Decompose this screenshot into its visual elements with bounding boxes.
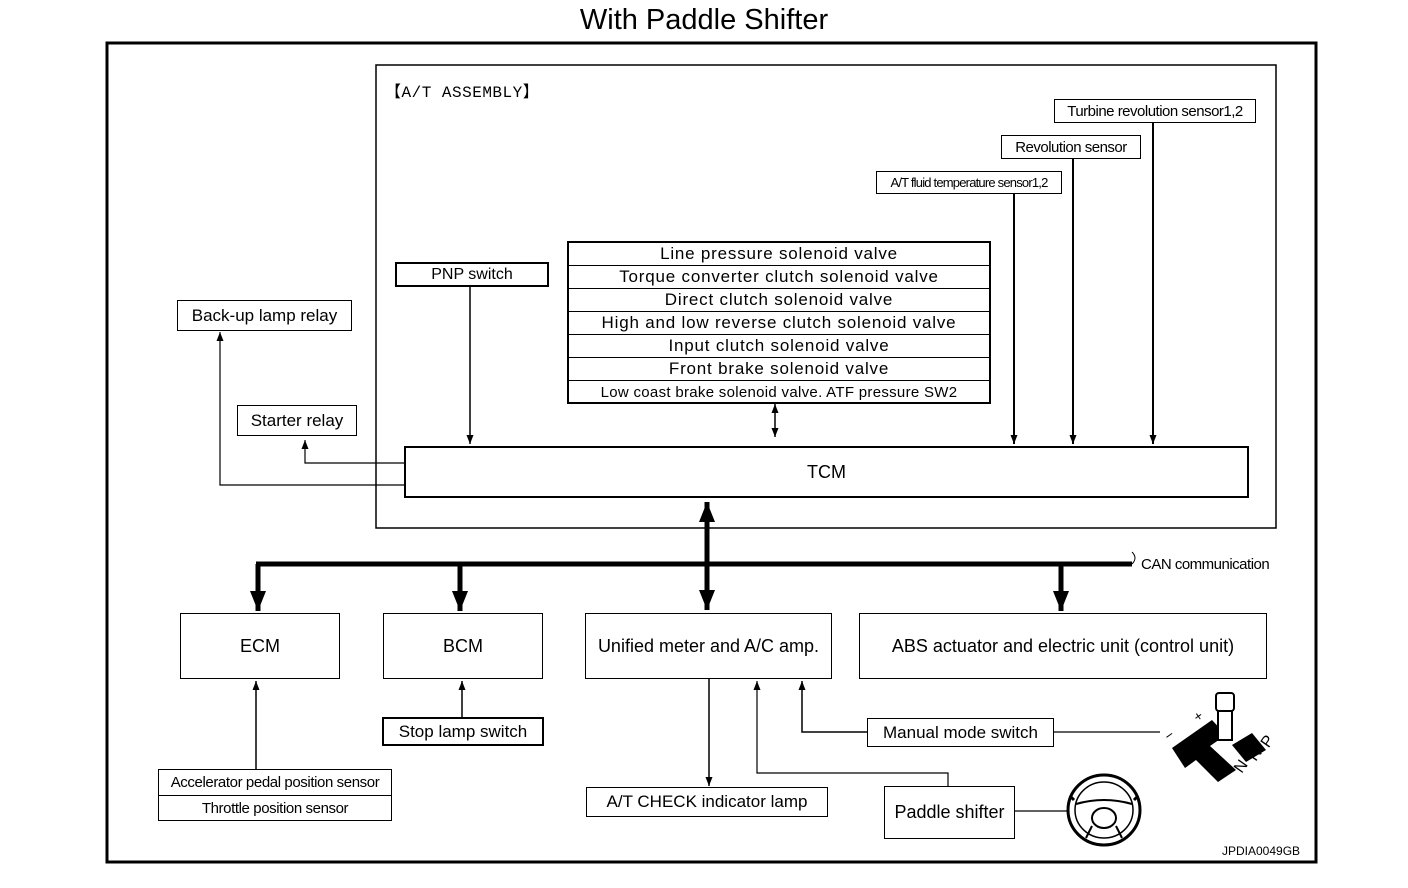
solenoid-front-brake: Front brake solenoid valve [569,358,989,381]
line-paddle-to-meter [753,681,949,786]
stop-lamp-switch-box: Stop lamp switch [382,717,544,746]
unified-meter-box: Unified meter and A/C amp. [585,613,832,679]
backup-lamp-relay-box: Back-up lamp relay [177,300,352,331]
manual-mode-switch-box: Manual mode switch [867,718,1054,747]
tcm-box: TCM [404,446,1249,498]
solenoid-high-low-reverse: High and low reverse clutch solenoid val… [569,312,989,335]
at-check-lamp-box: A/T CHECK indicator lamp [586,787,828,817]
paddle-shifter-box: Paddle shifter [884,786,1015,839]
outer-frame [105,41,1318,864]
figure-code: JPDIA0049GB [1222,844,1301,858]
ecm-box: ECM [180,613,340,679]
fluid-temp-sensor-box: A/T fluid temperature sensor1,2 [876,171,1062,194]
diagram-title: With Paddle Shifter [579,4,829,36]
at-assembly-frame [375,64,1277,529]
revolution-sensor-box: Revolution sensor [1001,135,1141,159]
line-tcm-to-backup [216,332,404,486]
throttle-position-sensor: Throttle position sensor [201,800,349,817]
solenoid-direct-clutch: Direct clutch solenoid valve [569,289,989,312]
solenoid-valve-stack: Line pressure solenoid valve Torque conv… [567,241,991,404]
can-communication-label: CAN communication [1141,556,1270,573]
ecm-sensor-stack: Accelerator pedal position sensor Thrott… [158,769,392,821]
bcm-box: BCM [383,613,543,679]
solenoid-line-pressure: Line pressure solenoid valve [569,243,989,266]
abs-unit-box: ABS actuator and electric unit (control … [859,613,1267,679]
solenoid-low-coast-brake: Low coast brake solenoid valve. ATF pres… [600,384,958,401]
shift-lever-icon [1172,692,1266,782]
line-manual-to-meter [798,681,867,733]
pnp-switch-box: PNP switch [395,262,549,287]
accel-pedal-sensor: Accelerator pedal position sensor [159,770,391,796]
turbine-sensor-box: Turbine revolution sensor1,2 [1054,99,1256,123]
at-assembly-label: 【A/T ASSEMBLY】 [385,84,540,102]
solenoid-input-clutch: Input clutch solenoid valve [569,335,989,358]
starter-relay-box: Starter relay [237,405,357,436]
line-tcm-to-starter [301,440,404,464]
solenoid-torque-converter: Torque converter clutch solenoid valve [569,266,989,289]
steering-wheel-icon [1066,773,1142,847]
